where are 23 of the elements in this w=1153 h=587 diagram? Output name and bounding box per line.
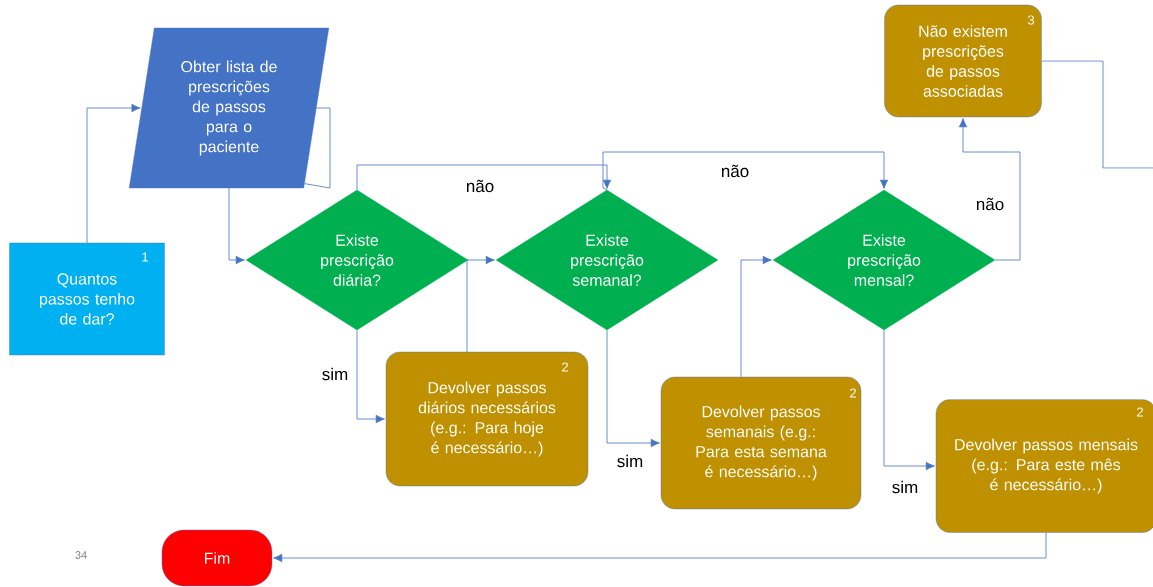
connector-arrow [273, 532, 1047, 563]
connector-arrow [228, 187, 245, 265]
footnote-number: 2 [1137, 407, 1143, 417]
connector-arrow [883, 329, 935, 471]
connector-arrow [86, 103, 141, 244]
edge-label: sim [890, 479, 920, 495]
connector-arrow [466, 255, 495, 353]
edge-label: sim [320, 366, 350, 382]
footnote-number: 2 [562, 362, 568, 372]
terminator: Fim [161, 529, 273, 587]
page-number: 34 [75, 551, 87, 559]
footnote-number: 1 [142, 252, 148, 262]
connector-arrow [606, 329, 660, 448]
footnote-number: 3 [1027, 15, 1035, 25]
edge-label: não [719, 163, 751, 179]
connector-arrow [356, 164, 612, 191]
connector-arrow [740, 255, 772, 378]
data-parallelogram: Obter lista de prescrições de passos para o paciente [129, 27, 329, 189]
connector-arrow [356, 329, 385, 424]
connector-arrow [958, 118, 1021, 261]
connector-arrow [602, 151, 889, 191]
edge-label: sim [615, 453, 645, 469]
footnote-number: 2 [850, 388, 856, 398]
